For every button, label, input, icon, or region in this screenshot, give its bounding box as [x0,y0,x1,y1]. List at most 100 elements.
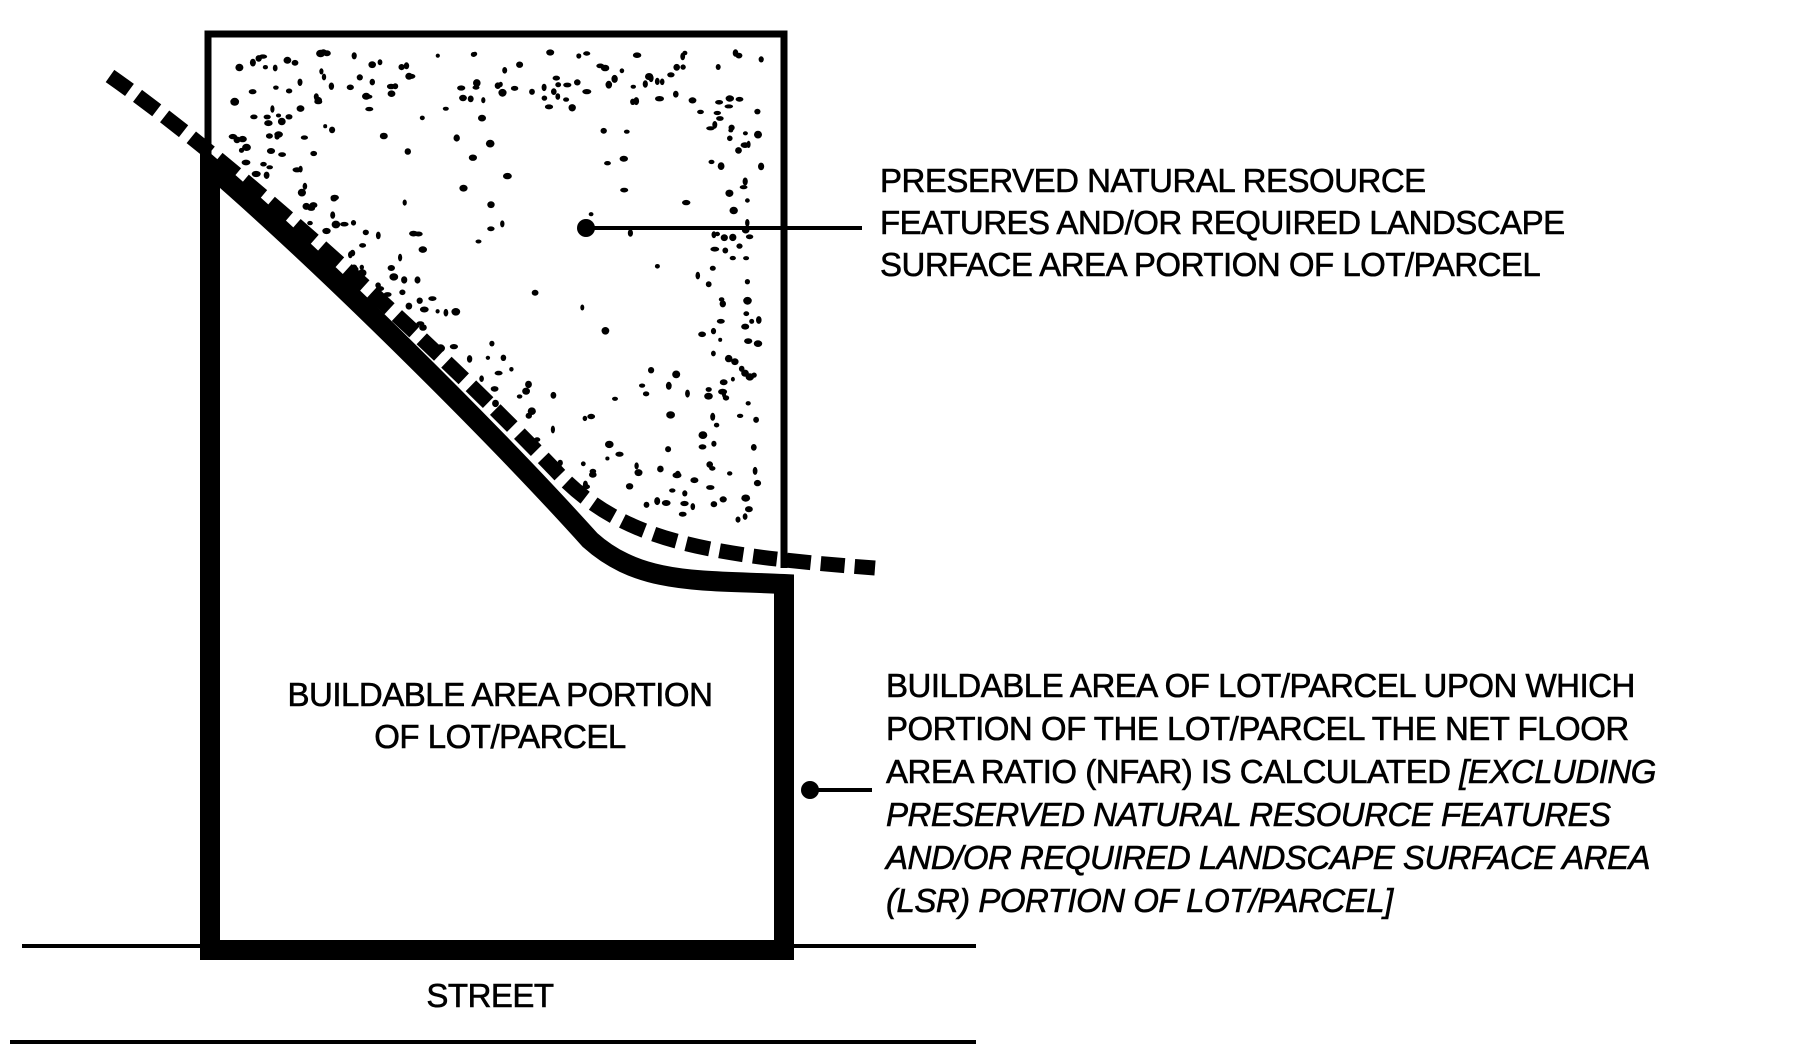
stipple-dot [414,276,421,284]
stipple-dot [722,247,729,254]
stipple-dot [601,327,610,335]
stipple-dot [467,95,474,103]
stipple-dot [272,64,278,72]
preserved-area-outline [204,30,788,568]
stipple-dot [742,131,748,136]
stipple-dot [387,90,396,97]
stipple-dot [669,488,676,493]
stipple-dot [251,170,261,178]
stipple-dot [494,370,503,376]
stipple-dot [661,500,671,506]
stipple-dot [500,220,505,228]
stipple-dot [710,412,716,421]
stipple-dot [475,239,482,244]
stipple-dot [600,127,607,134]
stipple-dot [730,376,735,382]
stipple-dot [659,78,665,86]
stipple-dot [522,387,530,395]
stipple-dot [274,131,283,138]
stipple-dot [695,271,701,280]
stipple-dot [600,64,610,72]
stipple-dot [442,106,449,111]
stipple-dot [706,126,715,131]
stipple-dot [555,82,562,88]
stipple-dot [625,483,634,490]
stipple-dot [379,132,388,140]
stipple-dot [365,106,374,112]
stipple-dot [657,465,664,473]
stipple-dot [680,500,689,507]
stipple-dot [273,85,279,90]
stipple-dot [725,95,734,102]
stipple-dot [690,477,699,484]
stipple-dot [736,243,743,249]
stipple-dot [302,182,308,190]
preserved-label-line-2: FEATURES AND/OR REQUIRED LANDSCAPE [880,204,1566,242]
preserved-area-stipple [228,49,765,523]
stipple-dot [745,401,751,406]
nfar-description-label: BUILDABLE AREA OF LOT/PARCEL UPON WHICH … [886,664,1657,922]
stipple-dot [619,155,628,162]
stipple-dot [443,308,449,317]
stipple-dot [392,83,399,90]
stipple-dot [718,337,723,342]
stipple-dot [713,422,720,428]
stipple-dot [665,381,672,390]
stipple-dot [682,490,688,497]
stipple-dot [719,300,726,308]
stipple-dot [750,444,757,451]
stipple-dot [264,120,273,127]
stipple-dot [449,344,458,350]
stipple-dot [330,196,338,202]
nfar-label-line-3-prefix: AREA RATIO (NFAR) IS CALCULATED [886,753,1460,791]
stipple-dot [568,104,576,112]
stipple-dot [697,109,704,115]
stipple-dot [706,485,715,490]
stipple-dot [752,466,758,475]
stipple-dot [718,297,725,302]
stipple-dot [753,340,763,347]
stipple-dot [604,161,611,166]
stipple-dot [241,159,251,166]
stipple-dot [292,167,302,173]
stipple-dot [710,246,720,252]
stipple-dot [489,340,495,347]
stipple-dot [418,246,427,253]
stipple-dot [405,302,413,310]
stipple-dot [527,407,536,416]
stipple-dot [546,49,555,56]
stipple-dot [300,135,308,140]
stipple-dot [401,276,408,284]
stipple-dot [349,249,356,257]
stipple-dot [725,189,734,197]
stipple-dot [310,150,318,157]
stipple-dot [277,117,286,126]
stipple-dot [611,74,618,83]
stipple-dot [478,114,486,122]
stipple-dot [387,265,395,271]
preserved-area-label: PRESERVED NATURAL RESOURCE FEATURES AND/… [880,160,1566,286]
stipple-dot [582,480,588,489]
stipple-dot [498,81,503,87]
stipple-dot [745,219,750,227]
stipple-dot [228,133,238,140]
stipple-dot [255,55,262,62]
stipple-dot [710,327,717,335]
stipple-dot [745,234,754,240]
stipple-dot [470,52,477,57]
nfar-label-line-3-italic: [EXCLUDING [1459,753,1657,791]
stipple-dot [550,391,557,399]
stipple-dot [270,105,275,113]
buildable-label-line-1: BUILDABLE AREA PORTION [287,676,713,714]
stipple-dot [666,411,675,419]
stipple-dot [745,198,750,203]
stipple-dot [409,230,418,237]
stipple-dot [620,187,629,193]
stipple-dot [263,171,270,179]
stipple-dot [362,92,371,100]
stipple-dot [500,354,507,361]
stipple-dot [741,323,750,330]
stipple-dot [706,461,713,468]
stipple-dot [377,59,383,66]
stipple-dot [416,297,423,304]
